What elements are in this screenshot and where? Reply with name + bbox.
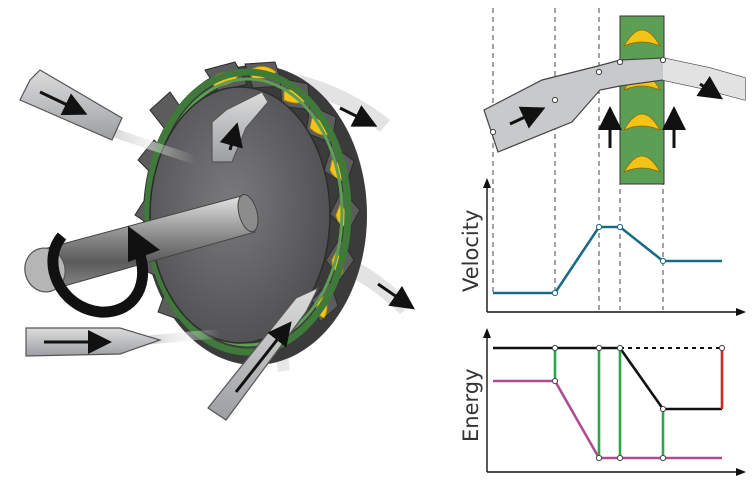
energy-points bbox=[551, 344, 726, 462]
flow-arrow-in bbox=[509, 106, 546, 129]
energy-curve-black bbox=[493, 346, 722, 411]
nozzle-bottom-diagonal bbox=[207, 286, 320, 421]
energy-curve-magenta bbox=[493, 379, 722, 460]
velocity-points bbox=[551, 223, 667, 297]
guide-lines bbox=[492, 8, 664, 310]
nozzle-top bbox=[211, 91, 269, 163]
exit-arrow-top bbox=[339, 105, 378, 127]
flow-arrow-out bbox=[696, 76, 723, 100]
velocity-axis-label: Velocity bbox=[459, 210, 483, 292]
energy-plot: Energy bbox=[459, 328, 746, 476]
exit-arrow-bottom bbox=[377, 282, 415, 310]
energy-difference-bars bbox=[553, 348, 665, 458]
flow-schematic bbox=[483, 8, 746, 310]
nozzle-upper-left bbox=[19, 69, 197, 165]
velocity-plot: Velocity bbox=[459, 178, 746, 316]
turbine-illustration bbox=[19, 61, 415, 421]
nozzle-bottom-left bbox=[25, 327, 221, 357]
flow-points bbox=[489, 56, 667, 136]
energy-axis-label: Energy bbox=[459, 368, 483, 442]
rotation-arrow bbox=[47, 226, 160, 318]
velocity-curve bbox=[493, 225, 722, 295]
